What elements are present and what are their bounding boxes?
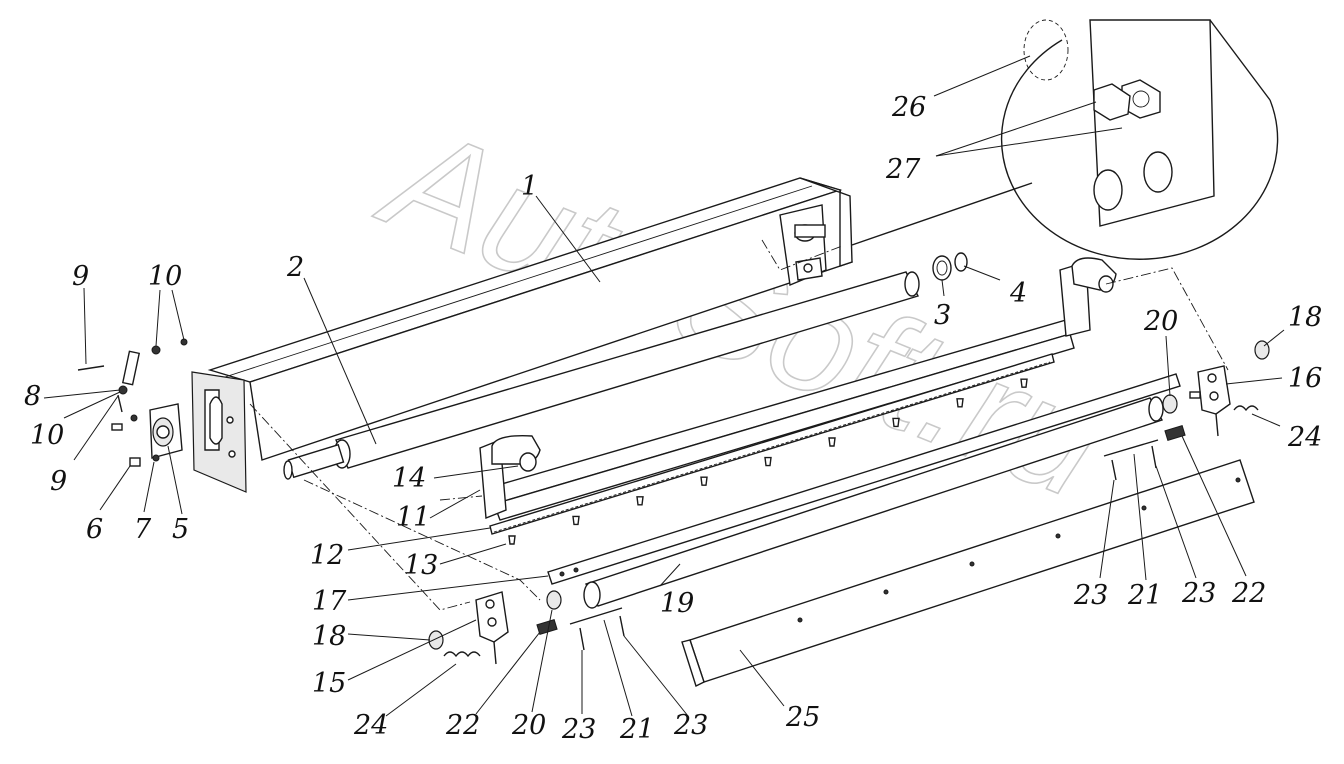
callout-24-right: 24 [1287,422,1322,453]
callout-8: 8 [24,381,41,412]
roller-19 [583,396,1164,609]
knife-bolt-icon [892,417,900,428]
callout-22-right: 22 [1231,578,1266,609]
assembly-lines [249,239,1229,611]
knife-bar [489,353,1055,545]
callout-19: 19 [660,588,694,619]
callout-15: 15 [312,668,346,699]
leader-lines [43,55,1285,717]
pins-21-23 [569,439,1159,651]
cover-plate [681,459,1255,687]
callout-labels: 1 2 3 4 5 6 7 8 9 9 10 10 11 12 13 14 15… [24,92,1322,745]
bracket-14 [491,435,541,472]
washers-3-4 [932,252,968,281]
callout-4: 4 [1009,278,1027,309]
callout-6: 6 [86,514,103,545]
callout-16: 16 [1288,363,1322,394]
callout-10-top: 10 [148,261,182,292]
callout-10-bottom: 10 [30,420,64,451]
callout-23-a: 23 [561,714,596,745]
callout-12: 12 [310,540,344,571]
main-roller [283,271,920,480]
lever-15 [475,591,509,665]
callout-23-d: 23 [1181,578,1216,609]
callout-23-c: 23 [1073,580,1108,611]
springs [443,405,1259,658]
lever-16 [1189,365,1231,437]
callout-17: 17 [312,586,347,617]
left-bearing-assembly [77,338,188,467]
knife-bolt-icon [1020,378,1028,388]
callout-24-bottom: 24 [353,710,388,741]
callout-9-top: 9 [72,261,89,292]
callout-18-right: 18 [1288,302,1322,333]
frame-rail [479,261,1091,521]
callout-20-right: 20 [1143,306,1178,337]
callout-20-bottom: 20 [511,710,546,741]
shaft-17 [547,373,1181,585]
knife-bolt-icon [572,515,580,526]
knife-bolt-icon [956,398,964,408]
right-end-bracket [779,204,827,286]
callout-7: 7 [134,514,152,545]
callout-23-b: 23 [673,710,708,741]
washers-18 [428,340,1270,650]
knife-bolt-icon [700,476,708,486]
callout-2: 2 [286,252,304,283]
callout-21-right: 21 [1127,580,1162,611]
knife-bolt-icon [636,496,644,506]
callout-11: 11 [396,502,430,533]
knife-bolt-icon [508,535,516,545]
callout-13: 13 [404,550,438,581]
knife-bolt-icon [764,456,772,467]
callout-27: 27 [885,154,921,185]
callout-3: 3 [934,300,951,331]
knife-bolt-icon [828,437,836,447]
callout-25: 25 [785,702,820,733]
detail-view [851,19,1279,260]
callout-22-bottom: 22 [445,710,480,741]
callout-1: 1 [521,171,538,202]
callout-14: 14 [392,463,426,494]
callout-9-bottom: 9 [50,466,67,497]
callout-18-left: 18 [312,621,346,652]
callout-26: 26 [891,92,926,123]
housing-beam [191,177,853,493]
bushings-20 [546,394,1178,610]
callout-21-bottom: 21 [619,714,654,745]
callout-5: 5 [172,514,189,545]
